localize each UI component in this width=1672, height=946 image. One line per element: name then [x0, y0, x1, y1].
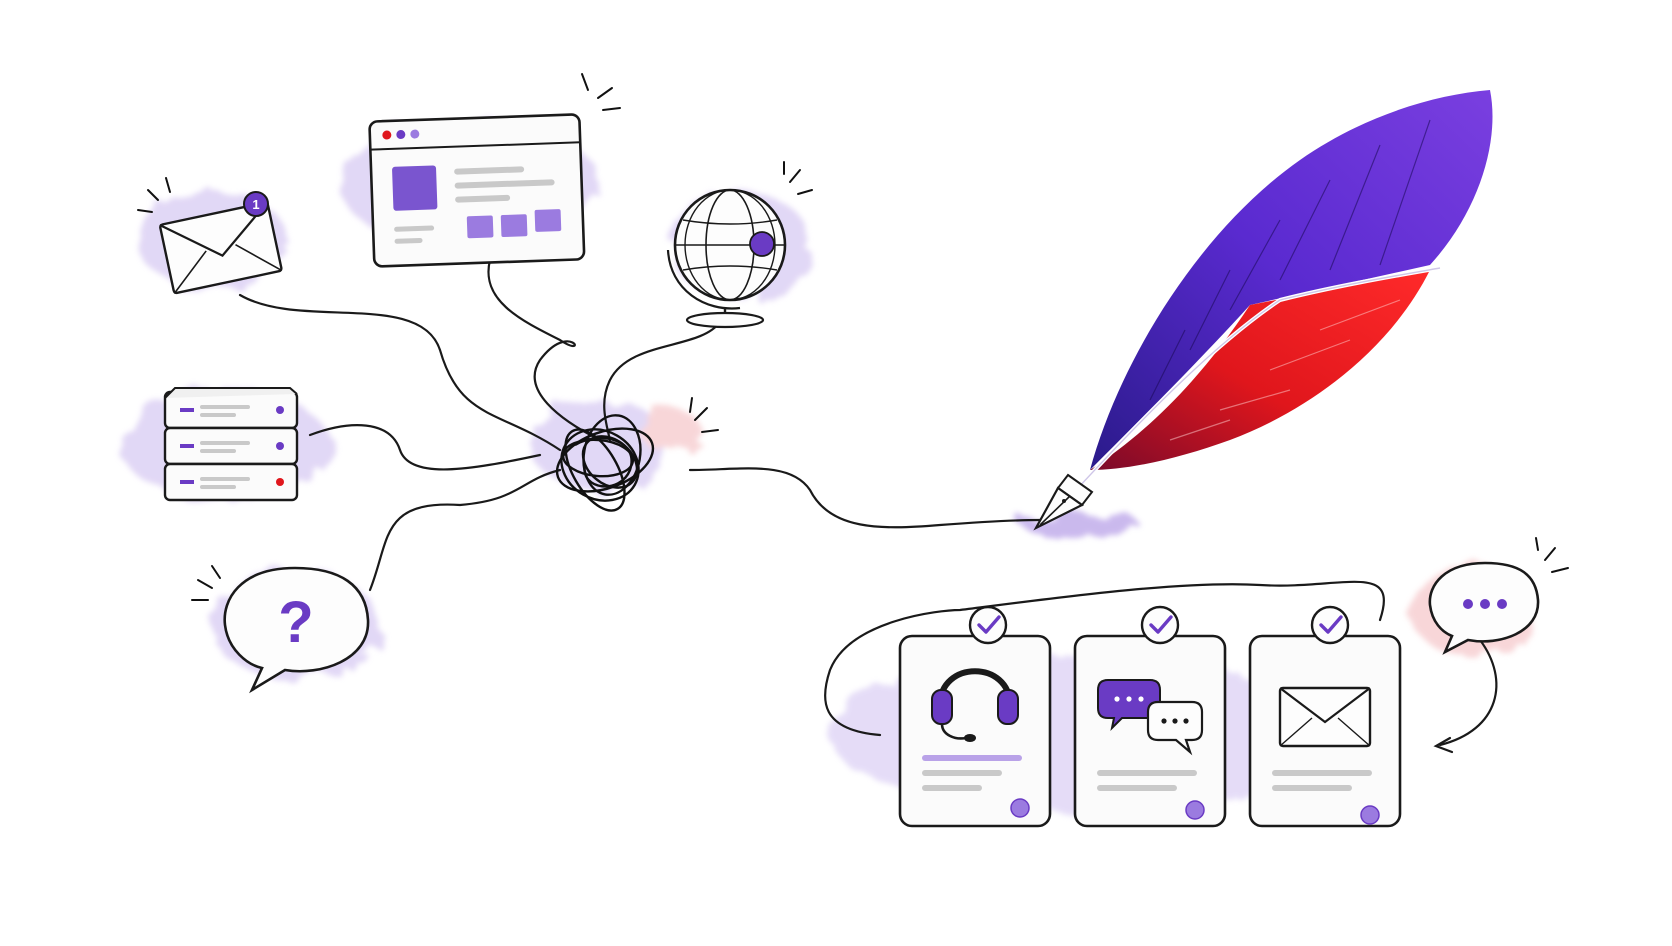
chat-card [1073, 605, 1227, 828]
notification-badge [243, 191, 269, 217]
envelope-icon [1278, 686, 1372, 748]
browser-window-icon [368, 113, 586, 268]
envelope-sparkle [137, 177, 171, 213]
globe-sparkle [783, 161, 813, 195]
check-badge [968, 605, 1008, 645]
mail-card [1248, 605, 1402, 828]
question-bubble-icon: ? [223, 566, 370, 694]
ink-lines [238, 258, 1498, 754]
question-sparkle [191, 565, 221, 601]
server-source [163, 387, 299, 502]
question-mark: ? [278, 590, 313, 655]
support-card [898, 605, 1052, 828]
server-stack-icon [163, 387, 299, 502]
headset-icon [931, 668, 1019, 742]
web-page-source [368, 73, 621, 268]
tangled-scribble-icon [555, 414, 655, 512]
tangle-sparkle [689, 397, 719, 433]
globe-source [666, 161, 813, 329]
globe-icon [666, 188, 787, 329]
check-icon [1319, 615, 1343, 634]
typing-bubble-icon [1428, 561, 1540, 655]
quill-pen-icon [1033, 90, 1493, 531]
check-badge [1140, 605, 1180, 645]
chat-bubbles-icon [1097, 679, 1204, 756]
typing-bubble [1428, 537, 1569, 655]
envelope-icon [159, 201, 283, 295]
browser-sparkle [581, 73, 621, 111]
check-badge [1310, 605, 1350, 645]
question-source: ? [191, 565, 370, 694]
notification-badge-count: 1 [252, 197, 259, 212]
check-icon [1149, 615, 1173, 634]
typing-bubble-sparkle [1535, 537, 1569, 573]
output-cards [898, 605, 1402, 828]
check-icon [977, 615, 1001, 634]
email-source: 1 [137, 177, 283, 295]
